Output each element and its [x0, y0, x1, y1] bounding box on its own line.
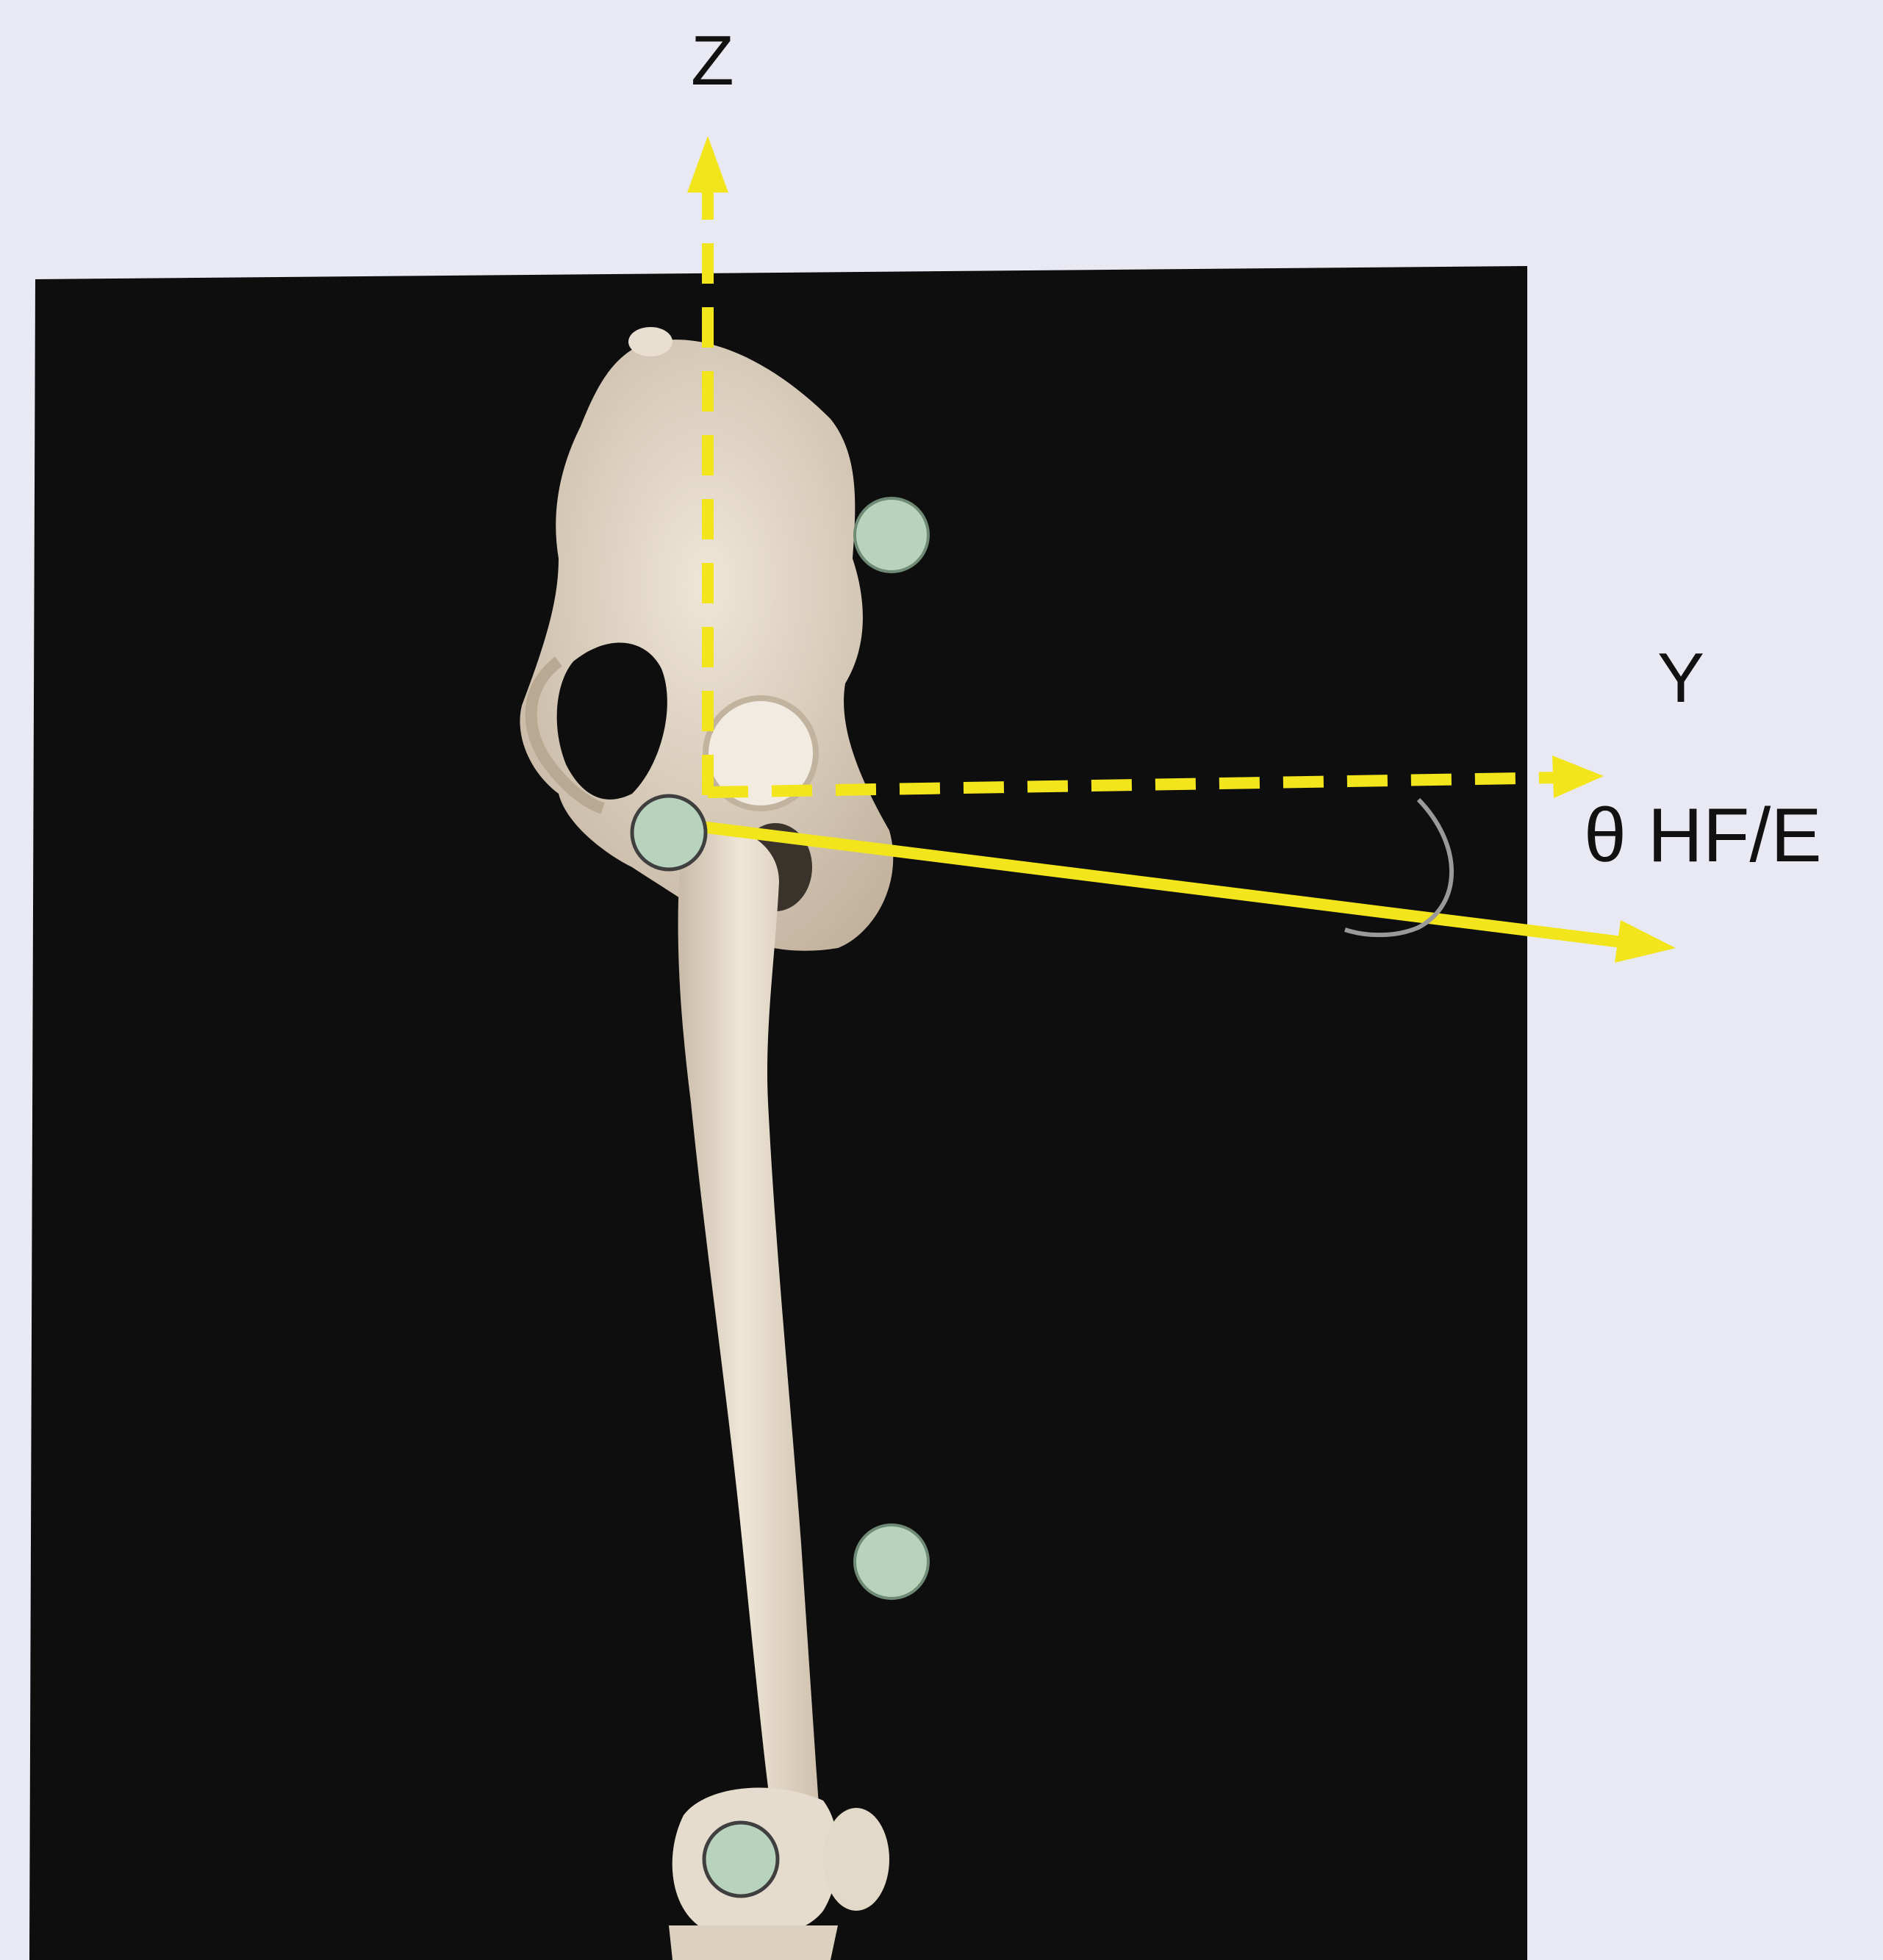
thigh-marker	[855, 1525, 928, 1598]
hip-flexion-angle-label: θ HF/E	[1584, 797, 1822, 874]
pelvis-marker	[855, 498, 928, 572]
z-axis-label: Z	[691, 26, 734, 96]
hip-joint-marker	[632, 796, 706, 869]
knee-marker	[704, 1823, 778, 1896]
y-axis-arrowhead	[1552, 755, 1604, 798]
y-axis-label: Y	[1657, 643, 1704, 714]
thigh-direction-arrowhead	[1615, 920, 1676, 963]
z-axis-arrowhead	[687, 136, 728, 193]
